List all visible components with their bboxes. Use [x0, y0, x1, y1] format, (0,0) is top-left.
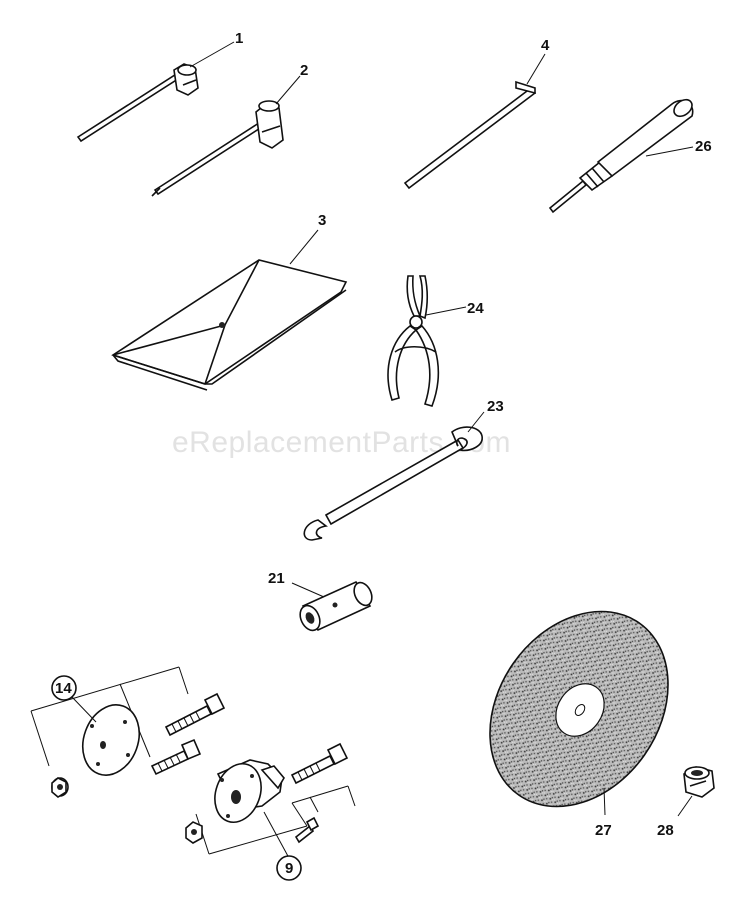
- part-28-nut: [683, 766, 715, 798]
- part-9-bracket: [195, 785, 356, 855]
- part-14-puller-plate: [81, 704, 141, 776]
- svg-text:27: 27: [595, 822, 612, 839]
- part-2-screwdriver-wrench: [151, 100, 284, 197]
- callout-14: 14: [51, 675, 97, 723]
- svg-text:3: 3: [318, 212, 326, 229]
- bolt-long-upper: [164, 692, 226, 737]
- svg-text:26: 26: [695, 138, 712, 155]
- callout-28: 28: [657, 795, 693, 839]
- svg-text:2: 2: [300, 62, 308, 79]
- part-9-puller-hub: [214, 759, 285, 823]
- callout-3: 3: [289, 212, 326, 265]
- callout-26: 26: [645, 138, 712, 157]
- callout-24: 24: [425, 300, 484, 317]
- callout-27: 27: [595, 787, 612, 839]
- callout-23: 23: [467, 398, 504, 433]
- part-24-pliers: [387, 275, 440, 407]
- callout-4: 4: [526, 37, 550, 85]
- svg-text:23: 23: [487, 398, 504, 415]
- svg-text:21: 21: [268, 570, 285, 587]
- callout-1: 1: [189, 30, 243, 68]
- bolt-short-lower: [150, 738, 202, 776]
- part-27-grinding-disc: [489, 610, 669, 808]
- part-21-socket: [299, 580, 373, 632]
- part-3-tool-pouch: [111, 259, 348, 391]
- bolt-long-right: [290, 742, 349, 785]
- callout-2: 2: [275, 62, 308, 105]
- svg-text:4: 4: [541, 37, 550, 54]
- callout-9: 9: [263, 811, 302, 881]
- nut-small-left: [51, 777, 69, 798]
- part-26-screwdriver: [548, 98, 694, 214]
- callout-21: 21: [268, 570, 325, 598]
- svg-text:14: 14: [55, 680, 72, 697]
- svg-text:24: 24: [467, 300, 484, 317]
- svg-text:9: 9: [285, 860, 293, 877]
- part-4-hex-key: [403, 80, 537, 190]
- bolt-small-right: [294, 816, 320, 844]
- svg-text:1: 1: [235, 30, 243, 47]
- part-1-t-wrench: [76, 63, 199, 143]
- part-23-spanner-wrench: [303, 426, 483, 541]
- nut-small-center: [185, 821, 203, 844]
- svg-text:28: 28: [657, 822, 674, 839]
